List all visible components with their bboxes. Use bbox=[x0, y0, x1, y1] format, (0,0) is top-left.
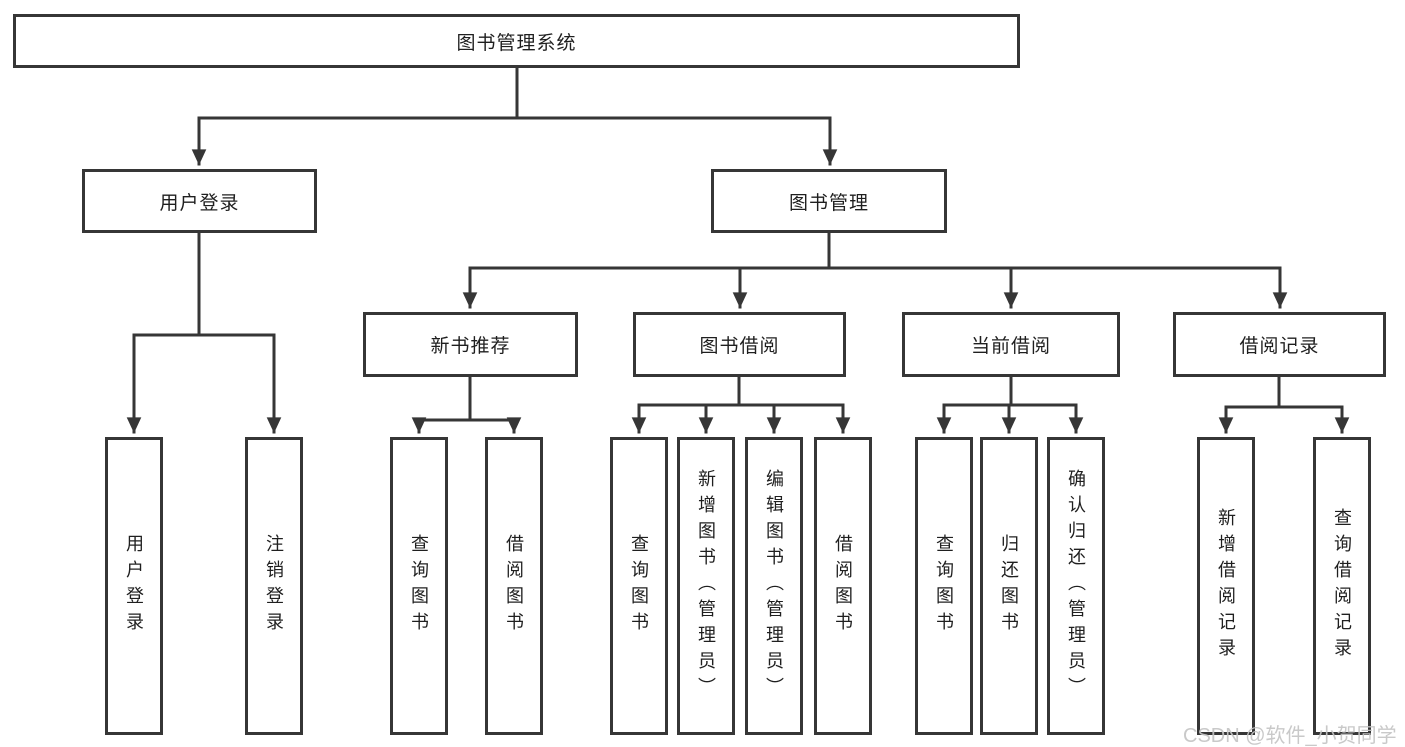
node-leaf-borrow-books-recommend: 借阅图书 bbox=[485, 437, 543, 735]
node-leaf-query-books-current: 查询图书 bbox=[915, 437, 973, 735]
node-leaf-query-books-borrow: 查询图书 bbox=[610, 437, 668, 735]
node-leaf-user-login: 用户登录 bbox=[105, 437, 163, 735]
node-leaf-confirm-return-admin: 确认归还（管理员） bbox=[1047, 437, 1105, 735]
connector-current-borrow-to-leaves bbox=[936, 375, 1084, 434]
node-leaf-query-books-recommend: 查询图书 bbox=[390, 437, 448, 735]
connector-book-mgmt-to-level3 bbox=[462, 231, 1288, 309]
connector-user-login-to-leaves bbox=[126, 231, 282, 434]
node-book-management: 图书管理 bbox=[711, 169, 947, 233]
node-leaf-logout: 注销登录 bbox=[245, 437, 303, 735]
node-current-borrow: 当前借阅 bbox=[902, 312, 1120, 377]
node-borrow-records: 借阅记录 bbox=[1173, 312, 1386, 377]
node-new-book-recommend: 新书推荐 bbox=[363, 312, 578, 377]
node-leaf-query-borrow-record: 查询借阅记录 bbox=[1313, 437, 1371, 735]
node-leaf-add-books-admin: 新增图书（管理员） bbox=[677, 437, 735, 735]
node-book-borrow: 图书借阅 bbox=[633, 312, 846, 377]
node-leaf-return-books: 归还图书 bbox=[980, 437, 1038, 735]
node-user-login: 用户登录 bbox=[82, 169, 317, 233]
node-leaf-borrow-books: 借阅图书 bbox=[814, 437, 872, 735]
connector-book-borrow-to-leaves bbox=[631, 375, 851, 434]
connector-new-books-to-leaves bbox=[411, 375, 522, 434]
connector-borrow-records-to-leaves bbox=[1218, 375, 1350, 434]
connector-root-to-level2 bbox=[191, 66, 838, 166]
node-leaf-add-borrow-record: 新增借阅记录 bbox=[1197, 437, 1255, 735]
node-leaf-edit-books-admin: 编辑图书（管理员） bbox=[745, 437, 803, 735]
node-library-system-root: 图书管理系统 bbox=[13, 14, 1020, 68]
